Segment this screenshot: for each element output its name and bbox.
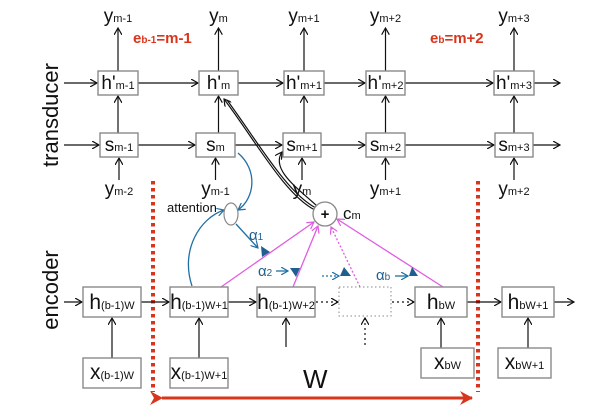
alpha2-label: α2 <box>258 263 273 280</box>
block-end-prev: eb-1=m-1 <box>133 30 192 47</box>
alphab-gate <box>409 267 418 276</box>
s-node <box>195 132 236 158</box>
encoder-label: encoder <box>38 250 63 330</box>
encoder-elided-node <box>338 286 392 317</box>
hprime-node <box>97 70 139 96</box>
output-label: ym+2 <box>370 6 401 27</box>
context-to-s-edge <box>279 152 318 207</box>
prev-output-label: ym-2 <box>105 179 133 200</box>
encoder-x-node <box>82 357 142 389</box>
prev-output-label: ym <box>293 179 312 200</box>
encoder-h-node <box>256 286 316 318</box>
hprime-node <box>198 70 239 96</box>
s-label: sm <box>206 135 225 156</box>
encoder-h-label: h(b-1)W+2 <box>257 291 315 314</box>
s-label: sm+3 <box>498 135 529 156</box>
context-edge-1 <box>220 222 314 288</box>
s-node <box>494 132 534 158</box>
attention-to-alpha1-edge <box>235 223 258 248</box>
s-label: sm-1 <box>105 135 133 156</box>
hprime-node <box>365 70 406 96</box>
encoder-x-label: xbW+1 <box>505 351 545 374</box>
alpha1-label: α1 <box>249 227 264 244</box>
encoder-h-node <box>82 286 142 318</box>
window-label: W <box>303 364 328 394</box>
context-to-hprime-edge-2 <box>226 99 317 209</box>
hprime-label: h'm-1 <box>101 73 134 94</box>
output-label: ym+3 <box>498 6 529 27</box>
s-to-attention-edge <box>238 152 253 210</box>
alpha2-gate <box>290 268 300 277</box>
hprime-label: h'm+2 <box>368 73 404 94</box>
encoder-h-node <box>501 286 555 318</box>
encoder-x-label: x(b-1)W+1 <box>171 361 228 384</box>
encoder-x-node <box>169 357 229 389</box>
block-end-current: eb=m+2 <box>430 30 484 47</box>
s-label: sm+1 <box>286 135 317 156</box>
prev-output-label: ym+1 <box>370 179 401 200</box>
prev-output-label: ym-1 <box>201 179 229 200</box>
alpha1-gate <box>261 246 270 257</box>
hprime-node <box>283 70 325 96</box>
encoder-h-node <box>414 286 468 318</box>
s-node <box>365 132 406 158</box>
h-to-attention-edge <box>187 210 224 287</box>
context-edge-b <box>337 219 444 288</box>
output-label: ym+1 <box>288 6 319 27</box>
alphab-label: αb <box>376 267 391 284</box>
attention-label: attention <box>167 200 217 215</box>
encoder-x-label: xbW <box>434 351 462 374</box>
encoder-x-label: x(b-1)W <box>90 361 135 384</box>
context-edge-dotted <box>331 227 361 288</box>
context-edge-2 <box>292 226 318 288</box>
hprime-label: h'm+3 <box>496 73 532 94</box>
encoder-x-node <box>497 347 552 379</box>
s-label: sm+2 <box>370 135 401 156</box>
hprime-node <box>493 70 535 96</box>
hprime-label: h'm <box>207 73 230 94</box>
context-sum-node <box>312 201 338 227</box>
attention-node <box>223 202 239 226</box>
hprime-label: h'm+1 <box>286 73 322 94</box>
transducer-label: transducer <box>38 63 63 167</box>
alphaj-gate <box>340 267 351 276</box>
context-label: cm <box>343 204 361 223</box>
encoder-h-node <box>169 286 229 318</box>
encoder-h-label: h(b-1)W <box>89 291 135 314</box>
context-to-hprime-edge <box>224 99 316 211</box>
encoder-h-label: hbW+1 <box>508 291 549 314</box>
output-label: ym-1 <box>104 6 132 27</box>
encoder-h-label: h(b-1)W+1 <box>170 291 228 314</box>
context-sum-op: + <box>321 206 330 223</box>
encoder-h-label: hbW <box>427 291 456 314</box>
prev-output-label: ym+2 <box>498 179 529 200</box>
output-label: ym <box>209 6 228 27</box>
s-node <box>282 132 322 158</box>
encoder-x-node <box>420 347 475 379</box>
s-node <box>99 132 139 158</box>
